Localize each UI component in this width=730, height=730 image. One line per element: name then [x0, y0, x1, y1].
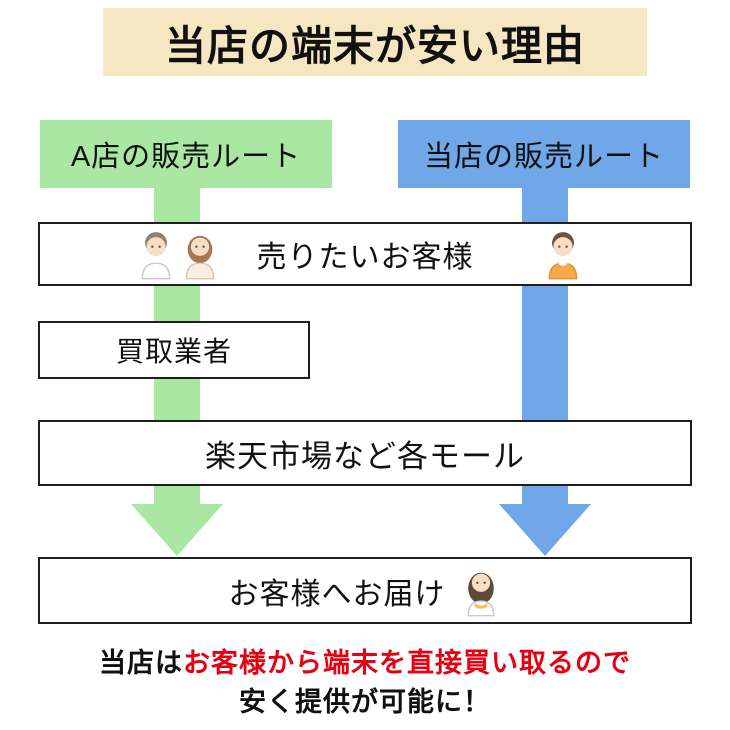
box-buyer: 買取業者 [38, 321, 310, 379]
green-arrow-head-icon [131, 504, 223, 556]
box-mall-label: 楽天市場など各モール [205, 438, 525, 474]
box-sellers: 売りたいお客様 [38, 222, 692, 286]
route-header-store-a: A店の販売ルート [40, 120, 332, 188]
box-delivery-label: お客様へお届け [228, 577, 446, 611]
box-delivery: お客様へお届け [38, 557, 692, 624]
couple-icon [135, 228, 221, 280]
box-mall: 楽天市場など各モール [38, 420, 692, 486]
route-header-our-store: 当店の販売ルート [398, 120, 690, 188]
footer-line2: 安く提供が可能に！ [239, 687, 491, 717]
woman-icon [460, 565, 502, 617]
footer-prefix: 当店は [99, 648, 183, 678]
box-buyer-label: 買取業者 [115, 336, 232, 367]
footer-line1: 当店はお客様から端末を直接買い取るので [0, 641, 730, 680]
page-title: 当店の端末が安い理由 [103, 8, 647, 76]
blue-arrow-head-icon [499, 504, 591, 556]
footer-highlight: お客様から端末を直接買い取るので [183, 648, 631, 678]
man-icon [542, 228, 584, 280]
box-sellers-label: 売りたいお客様 [256, 241, 474, 274]
